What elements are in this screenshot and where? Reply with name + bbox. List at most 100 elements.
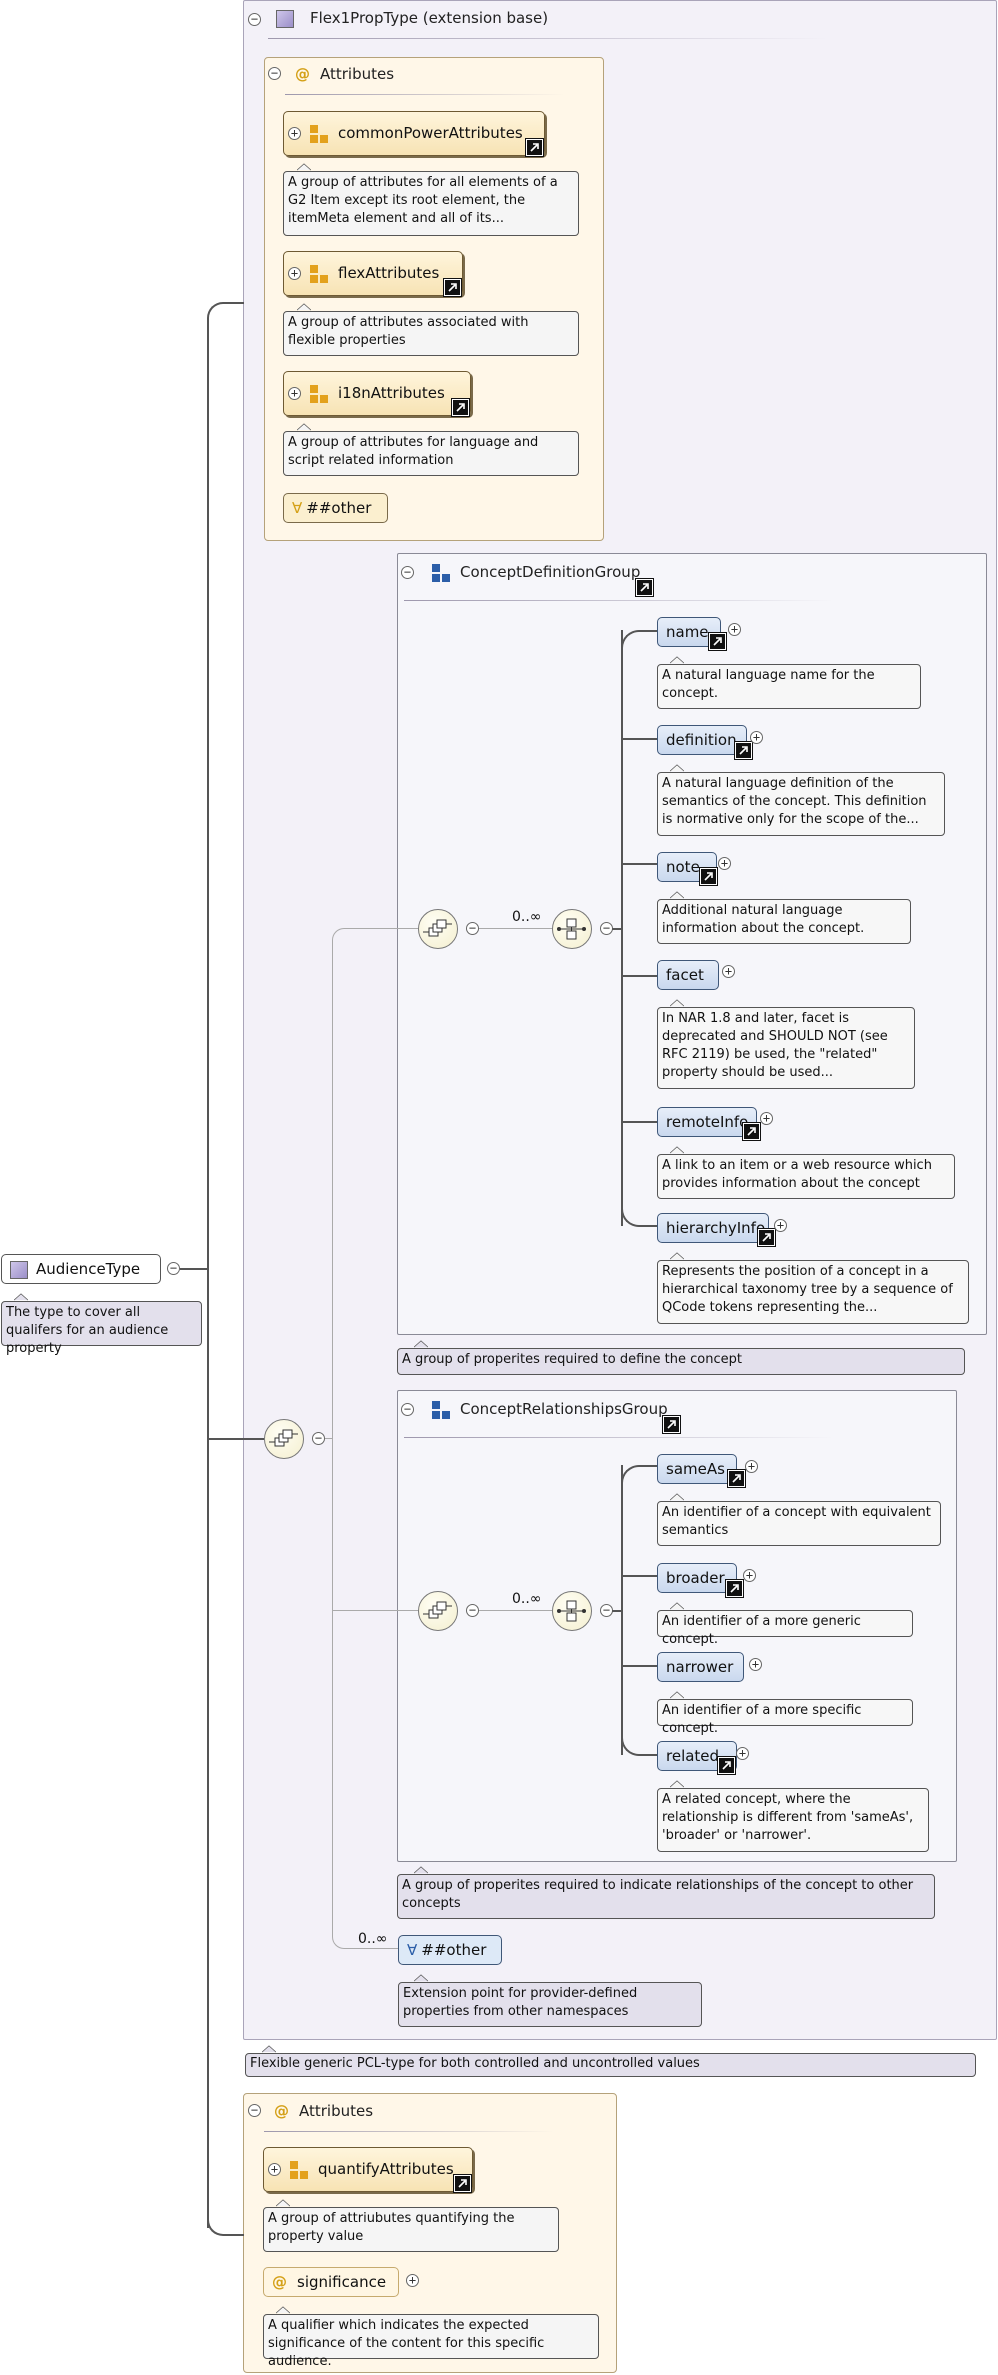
link-icon[interactable] xyxy=(454,2175,471,2192)
link-icon[interactable] xyxy=(700,868,717,885)
choice-branch-line xyxy=(332,940,333,1930)
crg-link-icon[interactable] xyxy=(663,1416,680,1433)
element-narrower[interactable]: narrower xyxy=(657,1652,744,1682)
element-hierarchyinfo[interactable]: hierarchyInfo xyxy=(657,1213,769,1243)
link-icon[interactable] xyxy=(743,1123,760,1140)
expand-toggle[interactable]: + xyxy=(749,1658,762,1671)
link-icon[interactable] xyxy=(726,1580,743,1597)
element-related[interactable]: related xyxy=(657,1741,737,1771)
collapse-sequence-cdg[interactable]: − xyxy=(600,922,613,935)
cdg-title: ConceptDefinitionGroup xyxy=(432,563,640,582)
expand-toggle[interactable]: + xyxy=(760,1112,773,1125)
link-icon[interactable] xyxy=(728,1470,745,1487)
bracket-bottom-cdg xyxy=(621,1206,657,1227)
callout-tip xyxy=(670,764,684,772)
expand-toggle[interactable]: + xyxy=(268,2163,281,2176)
element-label: related xyxy=(666,1747,720,1765)
collapse-crg-toggle[interactable]: − xyxy=(401,1403,414,1416)
collapse-root[interactable]: − xyxy=(167,1262,180,1275)
expand-toggle[interactable]: + xyxy=(745,1460,758,1473)
bracket-crg xyxy=(621,1465,623,1755)
element-definition[interactable]: definition xyxy=(657,725,747,755)
expand-toggle[interactable]: + xyxy=(288,267,301,280)
any-element[interactable]: ∀##other xyxy=(398,1935,502,1965)
sequence-compositor-cdg[interactable] xyxy=(552,909,592,949)
collapse-extension-toggle[interactable]: − xyxy=(248,13,261,26)
callout-tip xyxy=(262,2045,276,2053)
attribute-group-commonpowerattributes[interactable]: + commonPowerAttributes xyxy=(283,111,545,156)
link-icon[interactable] xyxy=(452,399,469,416)
group-name: quantifyAttributes xyxy=(318,2160,454,2178)
element-label: note xyxy=(666,858,700,876)
connector xyxy=(180,1268,208,1270)
expand-toggle[interactable]: + xyxy=(406,2274,419,2287)
sequence-compositor-crg[interactable] xyxy=(552,1591,592,1631)
main-trunk-top xyxy=(207,302,244,322)
occurrence-cdg: 0..∞ xyxy=(512,909,542,925)
any-attribute[interactable]: ∀##other xyxy=(283,493,388,523)
bracket-top-crg xyxy=(621,1465,657,1485)
link-icon[interactable] xyxy=(718,1757,735,1774)
expand-toggle[interactable]: + xyxy=(718,857,731,870)
choice-compositor-main[interactable] xyxy=(264,1419,304,1459)
element-facet[interactable]: facet xyxy=(657,960,719,990)
cdg-link-icon[interactable] xyxy=(636,579,653,596)
collapse-choice-crg[interactable]: − xyxy=(466,1604,479,1617)
doc-hierarchyinfo: Represents the position of a concept in … xyxy=(657,1260,969,1324)
expand-toggle[interactable]: + xyxy=(743,1569,756,1582)
link-icon[interactable] xyxy=(709,633,726,650)
link-icon[interactable] xyxy=(526,139,543,156)
callout-tip xyxy=(670,891,684,899)
doc-flexattributes: A group of attributes associated with fl… xyxy=(283,311,579,356)
connector xyxy=(332,1610,418,1611)
choice-compositor-crg[interactable] xyxy=(418,1591,458,1631)
connector xyxy=(479,1610,552,1611)
expand-toggle[interactable]: + xyxy=(728,623,741,636)
element-label: facet xyxy=(666,966,704,984)
expand-toggle[interactable]: + xyxy=(774,1219,787,1232)
attribute-group-i18nattributes[interactable]: + i18nAttributes xyxy=(283,371,471,416)
model-group-icon xyxy=(432,1400,450,1419)
expand-toggle[interactable]: + xyxy=(736,1747,749,1760)
element-remoteinfo[interactable]: remoteInfo xyxy=(657,1107,757,1137)
collapse-choice-cdg[interactable]: − xyxy=(466,922,479,935)
attribute-significance[interactable]: @significance xyxy=(263,2267,399,2297)
attribute-group-flexattributes[interactable]: + flexAttributes xyxy=(283,251,463,296)
doc-facet: In NAR 1.8 and later, facet is deprecate… xyxy=(657,1007,915,1089)
expand-toggle[interactable]: + xyxy=(750,731,763,744)
root-audiencetype[interactable]: AudienceType xyxy=(1,1254,161,1284)
bracket-top-cdg xyxy=(621,630,657,650)
expand-toggle[interactable]: + xyxy=(288,127,301,140)
collapse-choice-main[interactable]: − xyxy=(312,1432,325,1445)
expand-toggle[interactable]: + xyxy=(288,387,301,400)
connector xyxy=(621,975,657,977)
attribute-group-quantifyattributes[interactable]: + quantifyAttributes xyxy=(263,2147,473,2192)
collapse-attributes-toggle[interactable]: − xyxy=(268,67,281,80)
doc-i18nattributes: A group of attributes for language and s… xyxy=(283,431,579,476)
connector xyxy=(207,1438,264,1440)
callout-tip xyxy=(670,1780,684,1788)
cdg-title-text: ConceptDefinitionGroup xyxy=(460,563,641,581)
callout-tip xyxy=(14,1293,28,1301)
expand-toggle[interactable]: + xyxy=(722,965,735,978)
collapse-own-attributes[interactable]: − xyxy=(248,2104,261,2117)
cdg-title-underline xyxy=(404,600,834,601)
choice-compositor-cdg[interactable] xyxy=(418,909,458,949)
collapse-cdg-toggle[interactable]: − xyxy=(401,566,414,579)
element-sameas[interactable]: sameAs xyxy=(657,1454,737,1484)
callout-tip xyxy=(670,999,684,1007)
link-icon[interactable] xyxy=(735,742,752,759)
callout-tip xyxy=(414,1974,428,1982)
callout-tip xyxy=(670,1493,684,1501)
group-name: commonPowerAttributes xyxy=(338,124,523,142)
element-broader[interactable]: broader xyxy=(657,1563,737,1593)
link-icon[interactable] xyxy=(444,279,461,296)
attribute-icon: @ xyxy=(295,65,310,83)
link-icon[interactable] xyxy=(758,1229,775,1246)
callout-tip xyxy=(670,1691,684,1699)
callout-tip xyxy=(276,2306,290,2314)
group-name: flexAttributes xyxy=(338,264,440,282)
doc-remoteinfo: A link to an item or a web resource whic… xyxy=(657,1154,955,1199)
any-icon: ∀ xyxy=(292,499,303,517)
own-attributes-title-text: Attributes xyxy=(299,2102,374,2120)
